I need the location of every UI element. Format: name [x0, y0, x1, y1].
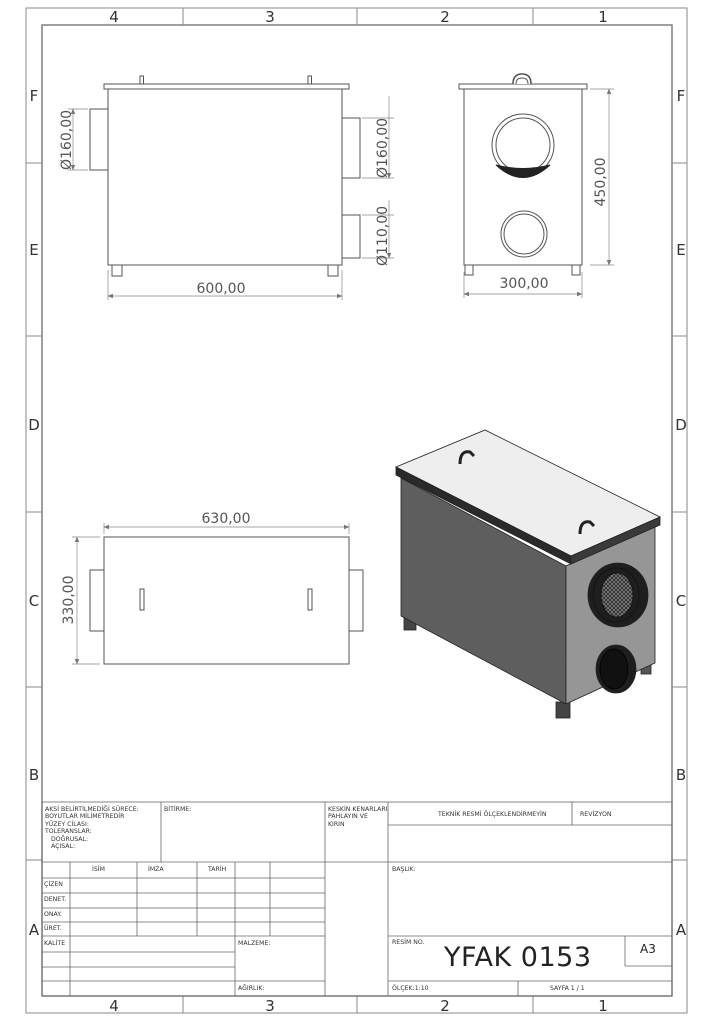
- iso-lid-handle-2: [578, 520, 596, 535]
- material-label: MALZEME:: [238, 940, 271, 947]
- dim-front-dia-left: Ø160,00: [59, 110, 75, 170]
- front-lid: [103, 83, 350, 90]
- front-view: [89, 75, 361, 277]
- title-label: BAŞLIK:: [392, 866, 416, 873]
- zone-row-left-1: F: [30, 87, 39, 105]
- zone-row-left-4: C: [29, 592, 39, 610]
- side-lid: [458, 83, 588, 90]
- zone-row-right-5: B: [676, 766, 686, 784]
- front-body: [107, 88, 343, 266]
- front-lid-handle-left: [139, 75, 144, 85]
- side-view: [458, 73, 588, 276]
- top-dimensions: [72, 523, 350, 665]
- zone-labels: 4 3 2 1 4 3 2 1 F E D C B A F E D C B A: [28, 8, 687, 1015]
- dim-front-width: 600,00: [197, 281, 246, 297]
- top-duct-left: [89, 569, 105, 632]
- title-block-grid: [41, 801, 673, 997]
- dim-side-width: 300,00: [500, 276, 549, 292]
- zone-row-right-3: D: [675, 416, 687, 434]
- weight-label: AĞIRLIK:: [238, 985, 265, 992]
- edge-note-line: KESKİN KENARLARI: [328, 806, 388, 813]
- drawing-number: YFAK 0153: [444, 942, 592, 973]
- iso-duct-small-face: [599, 648, 629, 690]
- zone-col-bottom-3: 2: [440, 997, 450, 1015]
- role-manufactured: ÜRET.: [44, 925, 62, 932]
- dim-top-length: 630,00: [202, 511, 251, 527]
- scale-label: ÖLÇEK:1:10: [392, 985, 429, 992]
- side-duct-large-shadow: [495, 164, 551, 178]
- note-line: YÜZEY CİLASI:: [45, 820, 89, 828]
- role-approved: ONAY.: [44, 911, 62, 918]
- front-duct-right-top: [341, 117, 361, 179]
- col-date: TARİH: [208, 866, 227, 873]
- zone-row-left-5: B: [29, 766, 39, 784]
- zone-col-top-2: 3: [265, 8, 275, 26]
- zone-col-bottom-1: 4: [109, 997, 119, 1015]
- zone-row-left-2: E: [29, 241, 38, 259]
- general-notes: AKSİ BELİRTİLMEDİĞİ SÜRECE: BOYUTLAR MİL…: [45, 806, 139, 850]
- side-foot-left: [464, 264, 474, 276]
- paper-size: A3: [640, 942, 656, 956]
- top-handle-right: [307, 588, 313, 611]
- top-handle-left: [139, 588, 145, 611]
- col-signature: İMZA: [148, 866, 164, 873]
- role-drawn: ÇİZEN: [44, 881, 63, 888]
- role-checked: DENET.: [44, 896, 67, 903]
- front-dimensions: [68, 96, 394, 300]
- iso-lid-handle-1: [458, 450, 476, 465]
- note-line: DOĞRUSAL:: [51, 835, 89, 843]
- sheet-label: SAYFA 1 / 1: [550, 985, 585, 992]
- zone-col-top-3: 2: [440, 8, 450, 26]
- side-dimensions: [463, 88, 614, 298]
- zone-col-bottom-4: 1: [598, 997, 608, 1015]
- zone-row-right-2: E: [676, 241, 685, 259]
- note-line: AÇISAL:: [51, 843, 76, 851]
- zone-row-left-3: D: [28, 416, 40, 434]
- iso-foot-2: [555, 701, 571, 719]
- iso-duct-large-mesh: [600, 572, 634, 618]
- scale-note: TEKNİK RESMİ ÖLÇEKLENDİRMEYİN: [438, 811, 547, 818]
- side-foot-right: [571, 264, 581, 276]
- zone-row-right-1: F: [677, 87, 686, 105]
- dim-front-dia-right-top: Ø160,00: [375, 118, 391, 178]
- zone-row-left-6: A: [29, 921, 40, 939]
- drawing-no-label: RESİM NO.: [392, 939, 425, 946]
- top-view: [89, 536, 364, 665]
- zone-col-bottom-2: 3: [265, 997, 275, 1015]
- front-duct-left: [89, 108, 109, 171]
- note-line: AKSİ BELİRTİLMEDİĞİ SÜRECE:: [45, 806, 139, 813]
- iso-lid-edge-right: [570, 516, 661, 565]
- dim-front-dia-right-bottom: Ø110,00: [375, 206, 391, 266]
- front-duct-right-bottom: [341, 214, 361, 259]
- revision-label: REVİZYON: [580, 811, 612, 818]
- edge-note-line: PAHLAYIN VE: [328, 813, 368, 821]
- dim-side-height: 450,00: [593, 158, 609, 207]
- note-line: BOYUTLAR MİLİMETREDİR: [45, 813, 125, 821]
- zone-col-top-1: 4: [109, 8, 119, 26]
- edge-note: KESKİN KENARLARI PAHLAYIN VE KIRIN: [328, 806, 387, 828]
- front-foot-left: [111, 264, 123, 277]
- zone-col-top-4: 1: [598, 8, 608, 26]
- front-lid-handle-right: [307, 75, 312, 85]
- zone-row-right-6: A: [676, 921, 687, 939]
- isometric-view: [395, 429, 661, 719]
- front-foot-right: [327, 264, 339, 277]
- zone-row-right-4: C: [676, 592, 686, 610]
- edge-note-line: KIRIN: [328, 820, 345, 828]
- dim-top-depth: 330,00: [61, 576, 77, 625]
- note-line: TOLERANSLAR:: [45, 828, 92, 836]
- col-name: İSİM: [92, 866, 105, 873]
- finish-label: BİTİRME:: [164, 806, 192, 813]
- top-duct-right: [348, 569, 364, 632]
- role-quality: KALİTE: [44, 940, 66, 947]
